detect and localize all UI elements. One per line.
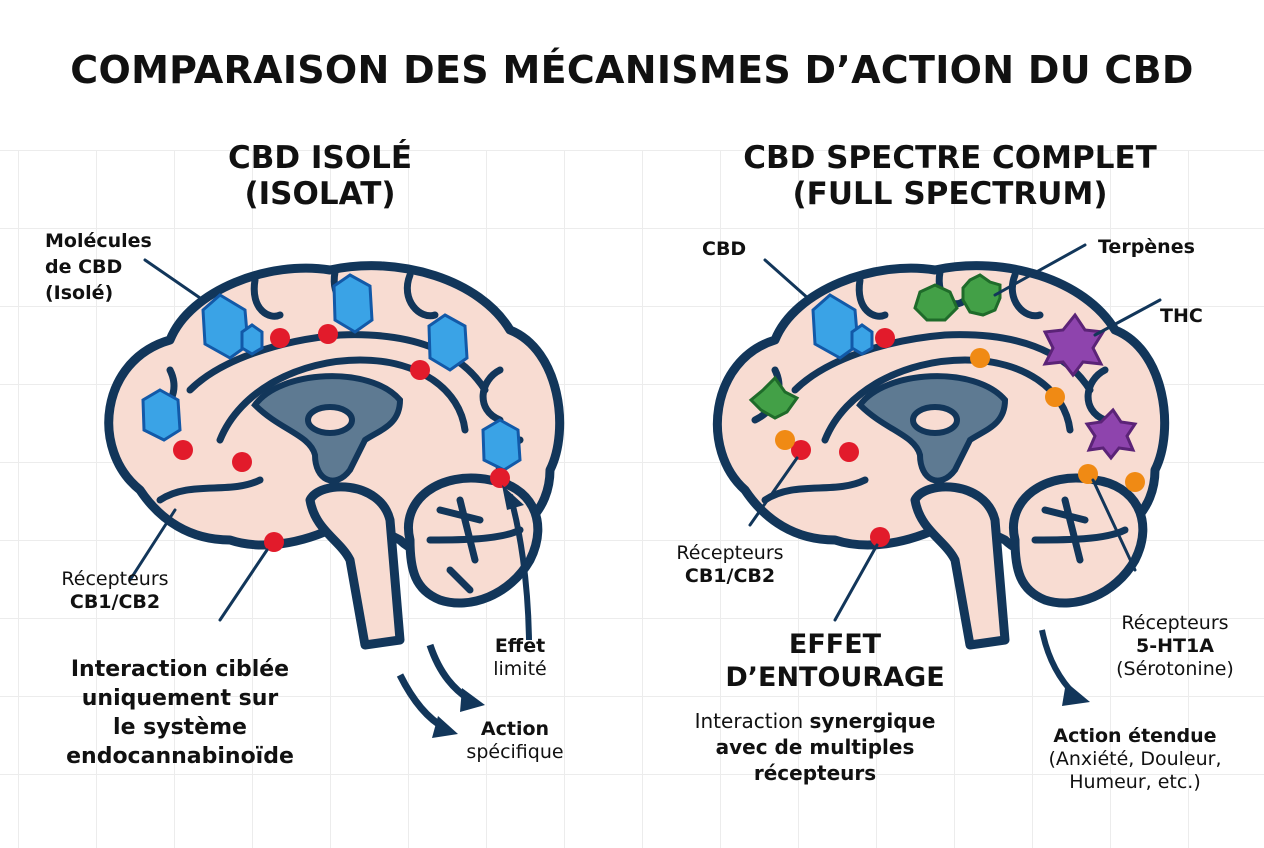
terpenes-label: Terpènes [1098, 236, 1195, 258]
serotonin-receptors-label: Récepteurs 5-HT1A (Sérotonine) [1116, 612, 1234, 680]
cb1-cb2-receptors [791, 328, 895, 547]
right-receptors-label: Récepteurs CB1/CB2 [676, 542, 784, 587]
terpene-shapes [748, 273, 1002, 420]
entourage-effect-description: Interaction synergique avec de multiples… [694, 709, 936, 785]
extended-action-arrow [1039, 629, 1090, 706]
cbd-crystal [811, 293, 874, 360]
full-spectrum-brain-diagram [712, 243, 1170, 650]
specific-action-label: Action spécifique [466, 718, 564, 763]
isolate-caption: Interaction ciblée uniquement sur le sys… [66, 657, 294, 769]
page-title: COMPARAISON DES MÉCANISMES D’ACTION DU C… [70, 48, 1194, 92]
isolate-heading: CBD ISOLÉ (ISOLAT) [170, 140, 470, 212]
action-arrows [396, 643, 485, 738]
full-spectrum-heading: CBD SPECTRE COMPLET (FULL SPECTRUM) [690, 140, 1210, 212]
isolate-heading-line2: (ISOLAT) [244, 176, 396, 212]
left-receptors-label: Récepteurs CB1/CB2 [61, 568, 169, 613]
extended-action-label: Action étendue (Anxiété, Douleur, Humeur… [1048, 725, 1222, 793]
full-spectrum-heading-line1: CBD SPECTRE COMPLET [743, 140, 1157, 176]
isolate-brain-diagram [104, 258, 565, 650]
thc-shapes [1042, 312, 1138, 461]
full-spectrum-heading-line2: (FULL SPECTRUM) [792, 176, 1108, 212]
isolate-heading-line1: CBD ISOLÉ [227, 140, 413, 176]
effect-limited-label: Effet limité [493, 635, 547, 680]
cbd-label: CBD [702, 238, 747, 260]
entourage-effect-title: EFFET D’ENTOURAGE [725, 629, 945, 693]
thc-label: THC [1160, 305, 1203, 327]
molecules-label: Molécules de CBD (Isolé) [45, 230, 152, 304]
cb1-cb2-receptors [173, 324, 510, 552]
cbd-molecule-crystals [141, 273, 522, 472]
